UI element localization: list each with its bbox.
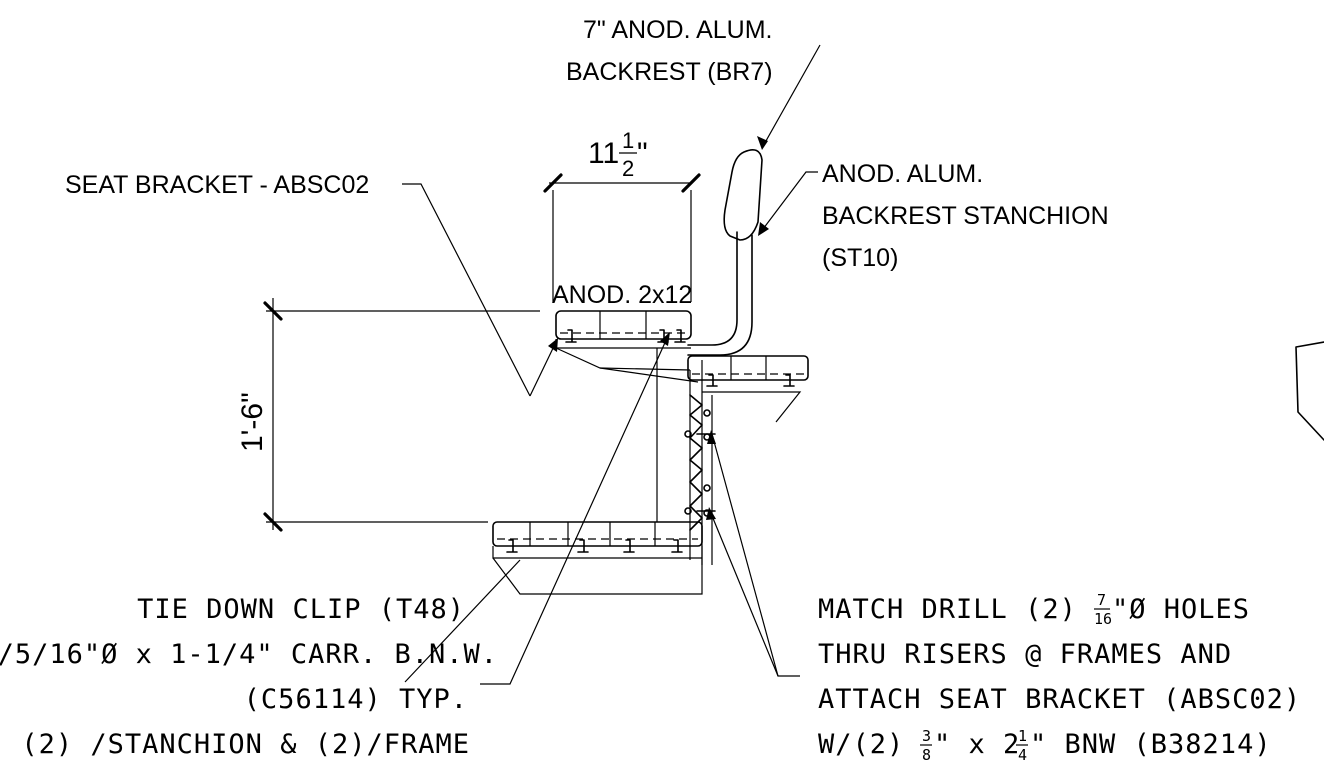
tie-down-line1: TIE DOWN CLIP (T48) [137,594,465,625]
match-drill-frac2-den: 8 [922,746,931,764]
leader-lines [402,44,821,685]
width-dim-numerator: 1 [622,128,634,153]
match-drill-line4-end: " BNW (B38214) [1030,729,1272,760]
match-drill-line3: ATTACH SEAT BRACKET (ABSC02) [818,684,1301,715]
plank-label: ANOD. 2x12 [552,281,692,309]
seat-bracket-label: SEAT BRACKET - ABSC02 [65,171,369,199]
tie-down-callout: TIE DOWN CLIP (T48) W/5/16"Ø x 1-1/4" CA… [0,594,498,760]
stanchion-label-line1: ANOD. ALUM. [822,160,983,188]
tie-down-line3: (C56114) TYP. [244,684,468,715]
match-drill-frac3-num: 1 [1018,727,1027,745]
tie-down-line2: W/5/16"Ø x 1-1/4" CARR. B.N.W. [0,639,498,670]
match-drill-frac2-num: 3 [922,727,931,745]
height-dim-text: 1'-6" [236,392,269,452]
match-drill-callout: MATCH DRILL (2) 7 16 "Ø HOLES THRU RISER… [818,591,1301,764]
match-drill-frac1-num: 7 [1097,591,1106,609]
upper-step-planks [687,355,809,423]
match-drill-frac3-den: 4 [1018,746,1027,764]
backrest-callout: 7" ANOD. ALUM. BACKREST (BR7) [566,16,773,86]
backrest-label-line2: BACKREST (BR7) [566,58,773,86]
width-dim-unit: " [637,137,648,170]
stanchion-label-line3: (ST10) [822,244,898,272]
upper-seat-planks [555,310,699,383]
width-dim-denominator: 2 [622,156,634,181]
lower-seat-planks [492,521,703,595]
stanchion-callout: ANOD. ALUM. BACKREST STANCHION (ST10) [822,160,1109,272]
tie-down-line4: (2) /STANCHION & (2)/FRAME [21,729,470,760]
match-drill-line4-mid: " x 2 [934,729,1020,760]
match-drill-line4-start: W/(2) [818,729,904,760]
match-drill-frac1-den: 16 [1094,610,1112,628]
partial-detail-outline [1295,341,1324,441]
backrest-label-line1: 7" ANOD. ALUM. [583,16,773,44]
width-dim-whole: 11 [588,137,619,170]
stanchion-label-line2: BACKREST STANCHION [822,202,1109,230]
height-dimension: 1'-6" [236,298,540,532]
backrest-plank [723,149,763,241]
backrest-stanchion [687,231,753,356]
match-drill-line1-end: "Ø HOLES [1112,594,1250,625]
width-dimension: 11 1 2 " [543,128,701,302]
match-drill-line2: THRU RISERS @ FRAMES AND [818,639,1232,670]
match-drill-line1: MATCH DRILL (2) [818,594,1077,625]
